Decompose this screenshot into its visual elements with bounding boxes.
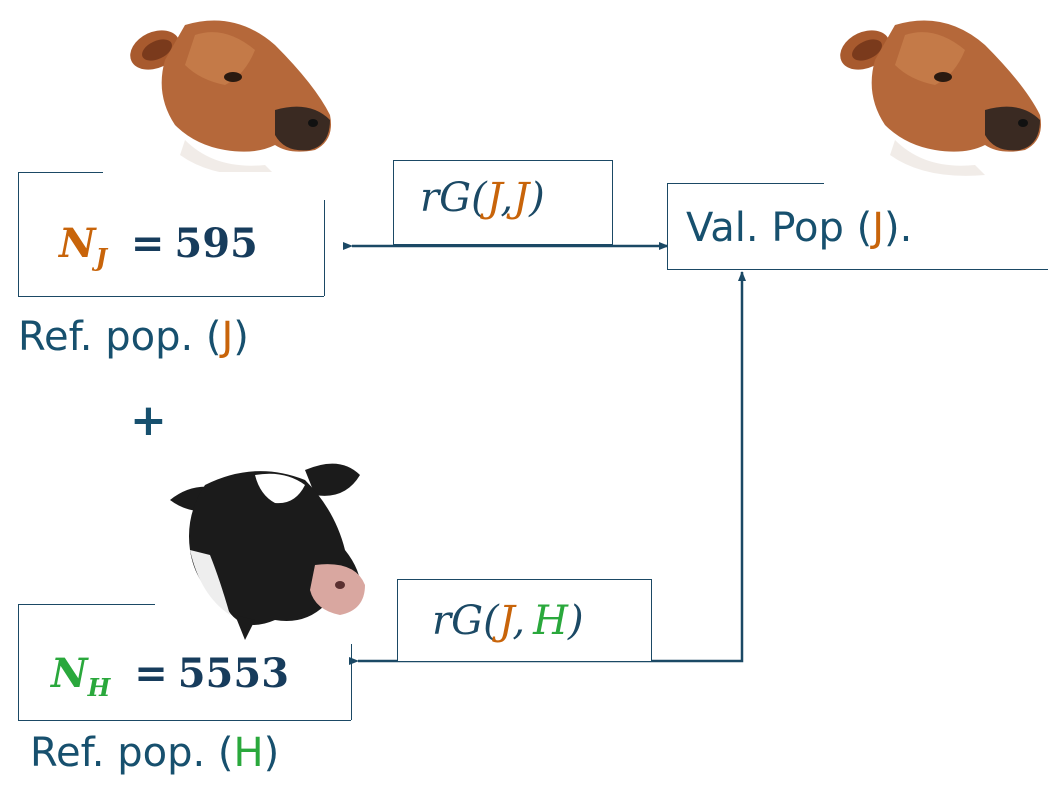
ref-j-caption: Ref. pop. (J): [18, 314, 249, 360]
rg-jh-label: rG(J,H): [432, 598, 584, 644]
rg-jh-label-box: rG(J,H): [397, 579, 652, 661]
arrow-ref-h-to-val: [349, 271, 746, 665]
ref-h-count-box: NH =5553: [18, 604, 352, 721]
val-pop-box: Val. Pop (J).: [667, 183, 1048, 270]
ref-j-count-box: NJ =595: [18, 172, 325, 297]
jersey-cow-icon: [130, 20, 331, 176]
val-pop-label: Val. Pop (J).: [686, 205, 913, 251]
ref-h-caption: Ref. pop. (H): [30, 730, 280, 776]
plus-sign: +: [130, 395, 167, 446]
rg-jj-label: rG(J,J): [420, 175, 545, 221]
ref-j-count: NJ =595: [59, 220, 258, 272]
ref-h-count: NH =5553: [51, 650, 290, 702]
rg-jj-label-box: rG(J,J): [393, 160, 613, 245]
jersey-cow-icon: [840, 20, 1041, 176]
